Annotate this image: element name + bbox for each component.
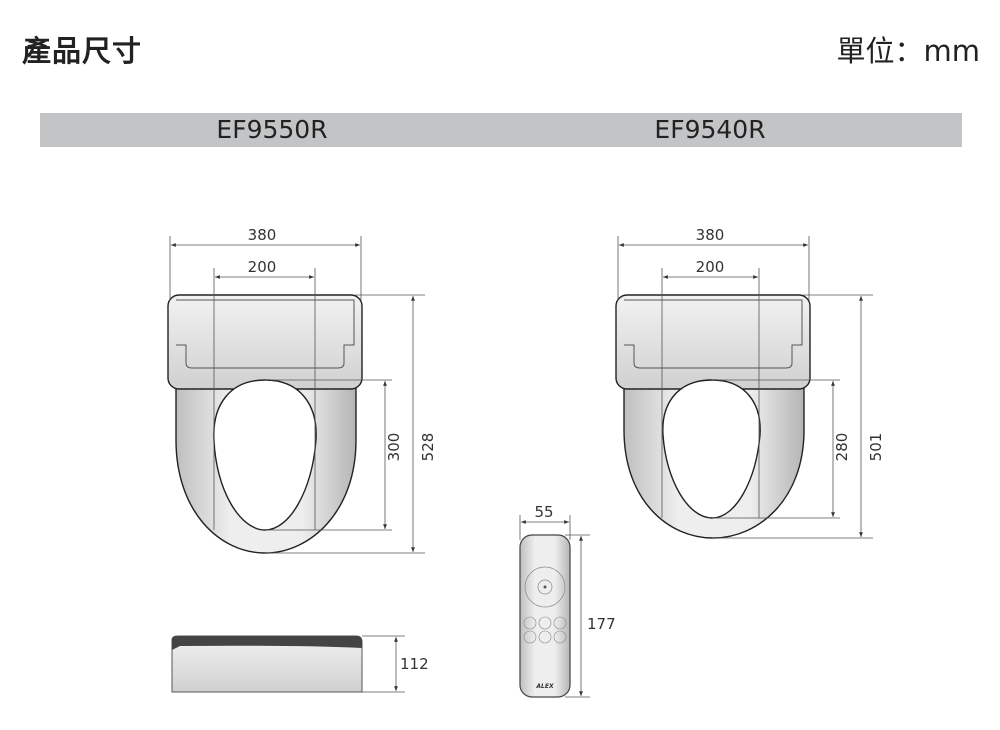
remote-control: ALEX 55 177 bbox=[519, 503, 616, 698]
remote-logo: ALEX bbox=[535, 683, 554, 690]
dimensions-ef9540r: 380 200 280 501 bbox=[617, 226, 885, 539]
hinge-spacing-label: 200 bbox=[248, 258, 277, 276]
hinge-spacing-label: 200 bbox=[696, 258, 725, 276]
remote-width-label: 55 bbox=[534, 503, 553, 521]
unit-label: 單位：mm bbox=[836, 34, 981, 68]
model-name-ef9540r: EF9540R bbox=[654, 115, 766, 144]
model-header-bar bbox=[40, 113, 962, 147]
remote-length-label: 177 bbox=[587, 615, 616, 633]
height-label: 112 bbox=[400, 655, 429, 673]
total-length-label: 501 bbox=[867, 433, 885, 462]
width-label: 380 bbox=[696, 226, 725, 244]
seat-side-view: 112 bbox=[171, 635, 429, 693]
model-name-ef9550r: EF9550R bbox=[216, 115, 328, 144]
total-length-label: 528 bbox=[419, 433, 437, 462]
opening-length-label: 300 bbox=[385, 433, 403, 462]
opening-length-label: 280 bbox=[833, 433, 851, 462]
dimensions-ef9550r: 380 200 300 528 bbox=[169, 226, 437, 554]
page-title: 產品尺寸 bbox=[22, 34, 143, 68]
seat-top-view-ef9540r bbox=[615, 294, 811, 539]
width-label: 380 bbox=[248, 226, 277, 244]
seat-top-view-ef9550r bbox=[167, 294, 363, 554]
